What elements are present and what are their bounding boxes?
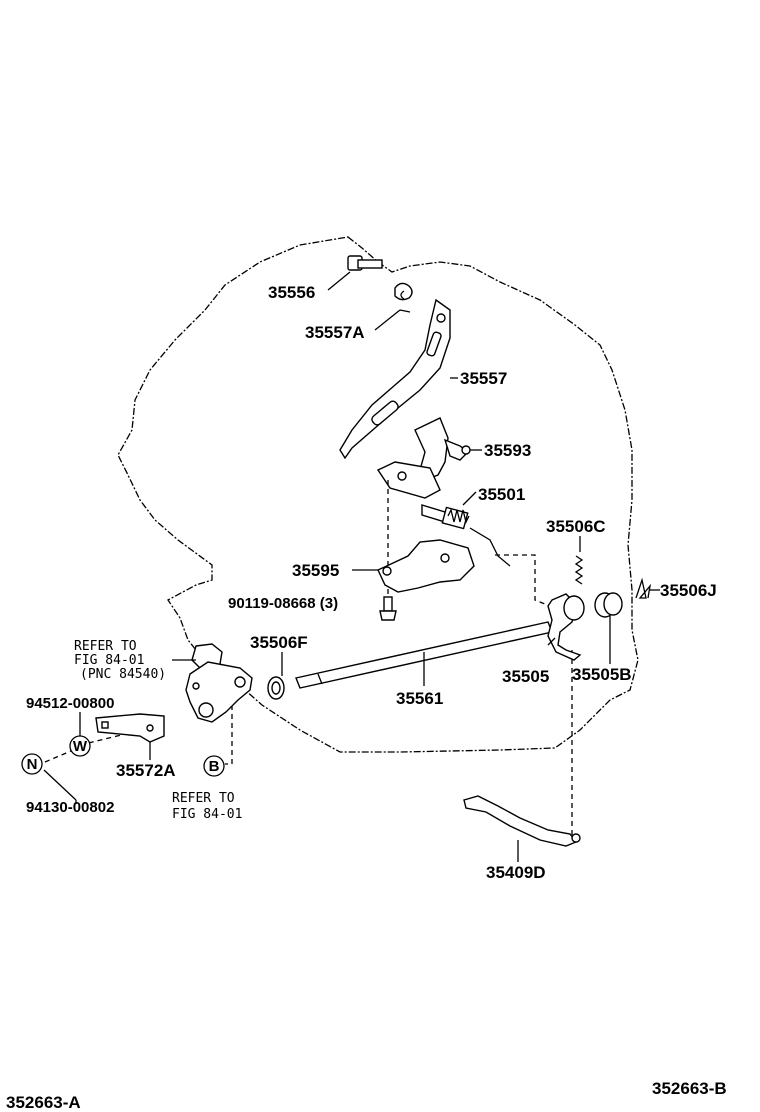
callout-35506J: 35506J: [660, 581, 717, 600]
part-35501-shaft: [421, 491, 511, 567]
callout-35501: 35501: [478, 485, 525, 504]
dashed-guide-3: [495, 554, 561, 611]
marker-N-label: N: [27, 756, 38, 773]
marker-B-label: B: [209, 758, 220, 775]
reference-2-line-1: REFER TO: [172, 791, 235, 806]
marker-N: N: [21, 753, 43, 775]
part-35505-lever: [547, 593, 585, 661]
callout-35506C: 35506C: [546, 517, 606, 536]
figure-code-left: 352663-A: [6, 1093, 81, 1112]
reference-2-line-2: FIG 84-01: [172, 807, 242, 822]
part-90119-bolt: [379, 596, 397, 621]
callout-35556: 35556: [268, 283, 315, 302]
dashed-guide-5: [225, 705, 233, 765]
callout-35593: 35593: [484, 441, 531, 460]
callout-94512: 94512-00800: [26, 695, 114, 712]
marker-W: W: [69, 735, 91, 757]
callout-35505B: 35505B: [572, 665, 632, 684]
reference-1-line-3: (PNC 84540): [80, 667, 166, 682]
callout-35505: 35505: [502, 667, 549, 686]
part-neutral-start-switch: [172, 643, 253, 723]
part-35409D-link: [463, 795, 581, 862]
callout-94130: 94130-00802: [26, 799, 114, 816]
dashed-guide-7: [79, 727, 151, 746]
callout-90119: 90119-08668 (3): [228, 595, 338, 612]
transmission-case-outline: [117, 236, 639, 753]
part-35506J-clip: [635, 577, 660, 599]
reference-1-line-2: FIG 84-01: [74, 653, 144, 668]
part-35557-lever: [339, 298, 458, 460]
marker-W-label: W: [73, 738, 88, 755]
callout-35557: 35557: [460, 369, 507, 388]
part-35505B-bushing: [594, 592, 623, 664]
part-35556-bolt: [327, 255, 383, 291]
callout-35595: 35595: [292, 561, 339, 580]
callout-35409D: 35409D: [486, 863, 546, 882]
part-35506C-pin: [574, 536, 584, 585]
callout-35557A: 35557A: [305, 323, 365, 342]
callout-35506F: 35506F: [250, 633, 308, 652]
leader-N: [43, 769, 77, 801]
part-35595-bracket: [352, 539, 475, 593]
part-35572A-plate: [95, 713, 165, 760]
part-35506F-seal: [267, 652, 285, 700]
callout-35561: 35561: [396, 689, 443, 708]
part-35593-bracket: [376, 417, 482, 499]
reference-1-line-1: REFER TO: [74, 639, 137, 654]
figure-code-right: 352663-B: [652, 1079, 727, 1098]
part-35557A-clip: [374, 282, 413, 331]
marker-B: B: [203, 755, 225, 777]
callout-35572A: 35572A: [116, 761, 176, 780]
